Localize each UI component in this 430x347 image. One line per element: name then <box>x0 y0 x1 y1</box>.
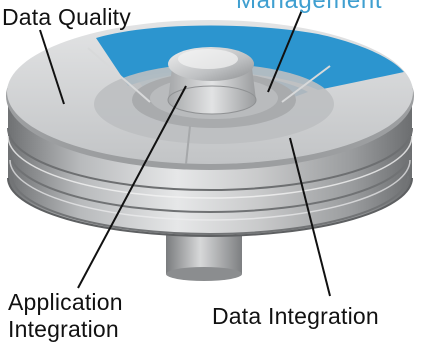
label-application-integration-line1: Application <box>8 289 123 315</box>
leader-line-data-quality <box>39 29 65 105</box>
leader-line-data-integration <box>289 137 331 297</box>
leader-line-application-integration <box>77 85 187 289</box>
leader-line-management <box>267 9 303 93</box>
center-hub <box>167 47 257 115</box>
label-data-quality: Data Quality <box>2 4 131 30</box>
leader-lines <box>39 9 331 297</box>
label-application-integration-line2: Integration <box>8 316 119 342</box>
label-data-integration: Data Integration <box>212 303 379 329</box>
label-application-integration: Application Integration <box>8 289 123 343</box>
label-management: Management <box>236 0 383 14</box>
